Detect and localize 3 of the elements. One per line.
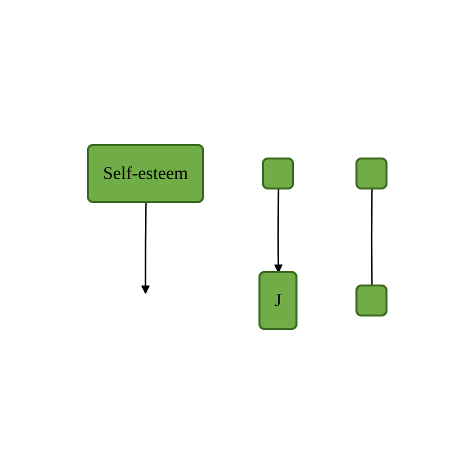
arrow [140, 202, 150, 294]
connector [370, 188, 372, 286]
arrow [274, 188, 283, 273]
